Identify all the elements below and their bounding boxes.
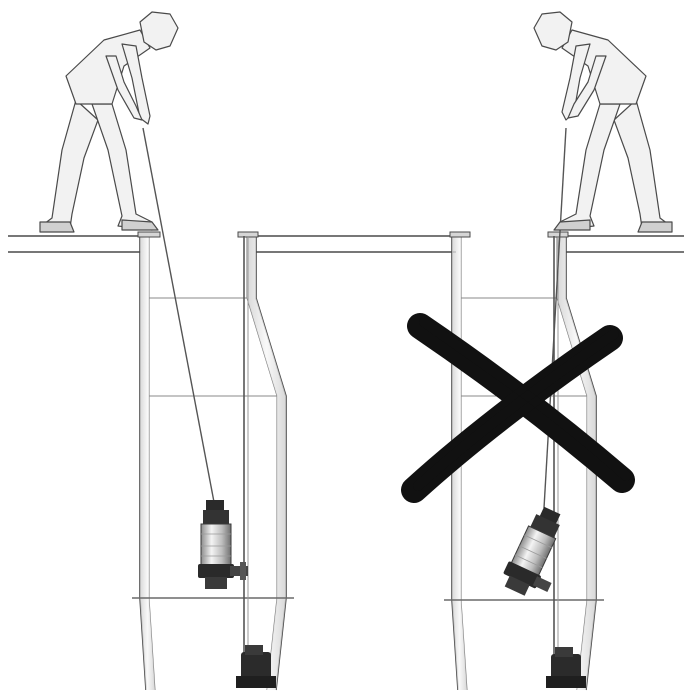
worker-left xyxy=(40,12,178,232)
well-shaft-left xyxy=(132,232,294,690)
lifting-chain-left xyxy=(143,128,214,502)
discharge-base-left xyxy=(236,645,276,688)
ground-surface xyxy=(8,236,684,252)
worker-right xyxy=(534,12,672,232)
pump-left xyxy=(143,128,248,589)
discharge-base-right xyxy=(546,647,586,688)
panel-correct xyxy=(40,12,294,690)
panel-incorrect xyxy=(414,12,672,690)
